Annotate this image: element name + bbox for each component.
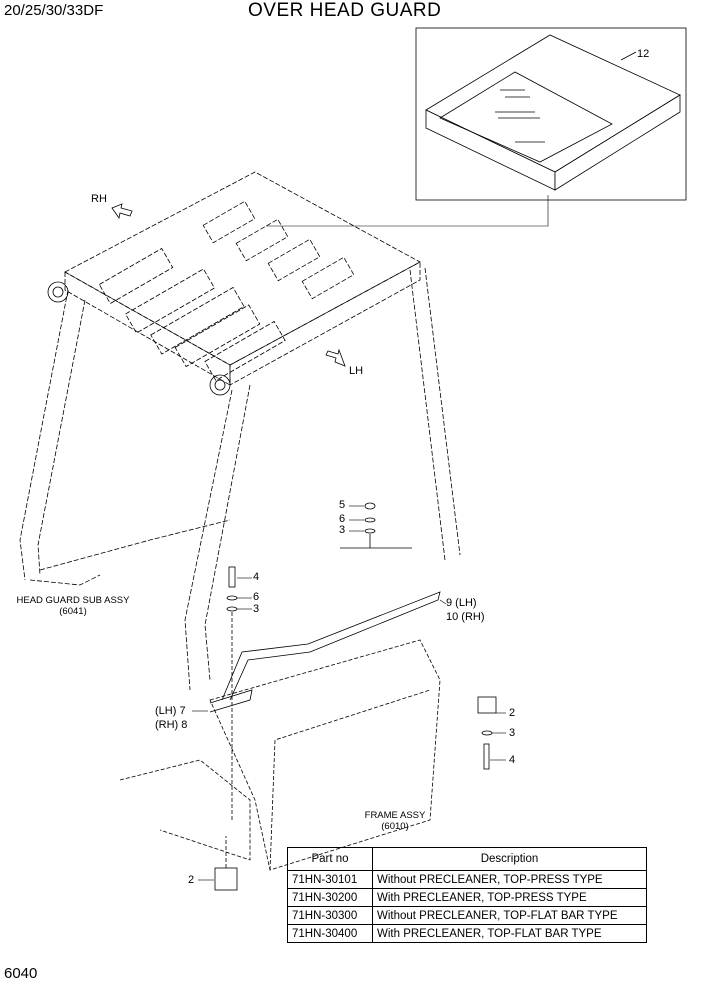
head-guard-assy-name: HEAD GUARD SUB ASSY (16, 595, 130, 606)
callout-4-right: 4 (509, 754, 516, 766)
head-guard-assy-ref: (6041) (59, 606, 87, 617)
description-cell: Without PRECLEANER, TOP-PRESS TYPE (372, 870, 647, 889)
description-cell: With PRECLEANER, TOP-PRESS TYPE (372, 888, 647, 907)
header-part-no: Part no (287, 847, 373, 871)
callout-4-left: 4 (253, 571, 260, 583)
table-row: 71HN-30400 With PRECLEANER, TOP-FLAT BAR… (287, 924, 647, 943)
callout-6-upper: 6 (339, 513, 346, 525)
cross-bar-lh-rh (209, 591, 441, 713)
leader-lines (192, 505, 506, 881)
part-no-cell: 71HN-30400 (287, 924, 373, 943)
callout-7-lh: (LH) 7 (155, 705, 186, 717)
header-description: Description (372, 847, 647, 871)
inset-frame (415, 27, 687, 201)
callout-rh: RH (91, 193, 107, 205)
callout-3-left: 3 (253, 603, 260, 615)
work-lamps (47, 281, 231, 396)
callout-3-right: 3 (509, 727, 516, 739)
table-row: 71HN-30200 With PRECLEANER, TOP-PRESS TY… (287, 888, 647, 907)
callout-9-lh: 9 (LH) (446, 597, 477, 609)
model-number: 20/25/30/33DF (4, 2, 104, 19)
callout-2-bottom: 2 (188, 874, 195, 886)
table-header-row: Part no Description (287, 847, 647, 871)
frame-assembly (119, 639, 441, 871)
table-row: 71HN-30300 Without PRECLEANER, TOP-FLAT … (287, 906, 647, 925)
guard-pillars (19, 267, 461, 691)
table-row: 71HN-30101 Without PRECLEANER, TOP-PRESS… (287, 870, 647, 889)
frame-assy-ref: (6010) (381, 821, 409, 832)
rh-direction-arrow (111, 203, 133, 219)
page-title: OVER HEAD GUARD (248, 0, 442, 21)
callout-5: 5 (339, 499, 346, 511)
fastener-hardware (214, 502, 497, 891)
frame-assy-name: FRAME ASSY (364, 810, 426, 821)
lh-direction-arrow (325, 348, 346, 367)
callout-10-rh: 10 (RH) (446, 611, 485, 623)
overhead-guard-roof (64, 171, 421, 386)
frame-assy-label: FRAME ASSY (6010) (355, 810, 435, 832)
page-number: 6040 (4, 965, 38, 982)
part-no-cell: 71HN-30101 (287, 870, 373, 889)
head-guard-assy-label: HEAD GUARD SUB ASSY (6041) (8, 595, 138, 617)
part-no-cell: 71HN-30300 (287, 906, 373, 925)
parts-table: Part no Description 71HN-30101 Without P… (287, 847, 647, 943)
callout-2-right: 2 (509, 707, 516, 719)
callout-3-upper: 3 (339, 524, 346, 536)
callout-8-rh: (RH) 8 (155, 719, 188, 731)
callout-6-left: 6 (253, 591, 260, 603)
callout-12: 12 (637, 48, 650, 60)
description-cell: Without PRECLEANER, TOP-FLAT BAR TYPE (372, 906, 647, 925)
description-cell: With PRECLEANER, TOP-FLAT BAR TYPE (372, 924, 647, 943)
roof-panel-12 (425, 34, 681, 191)
callout-lh: LH (349, 365, 364, 377)
part-no-cell: 71HN-30200 (287, 888, 373, 907)
